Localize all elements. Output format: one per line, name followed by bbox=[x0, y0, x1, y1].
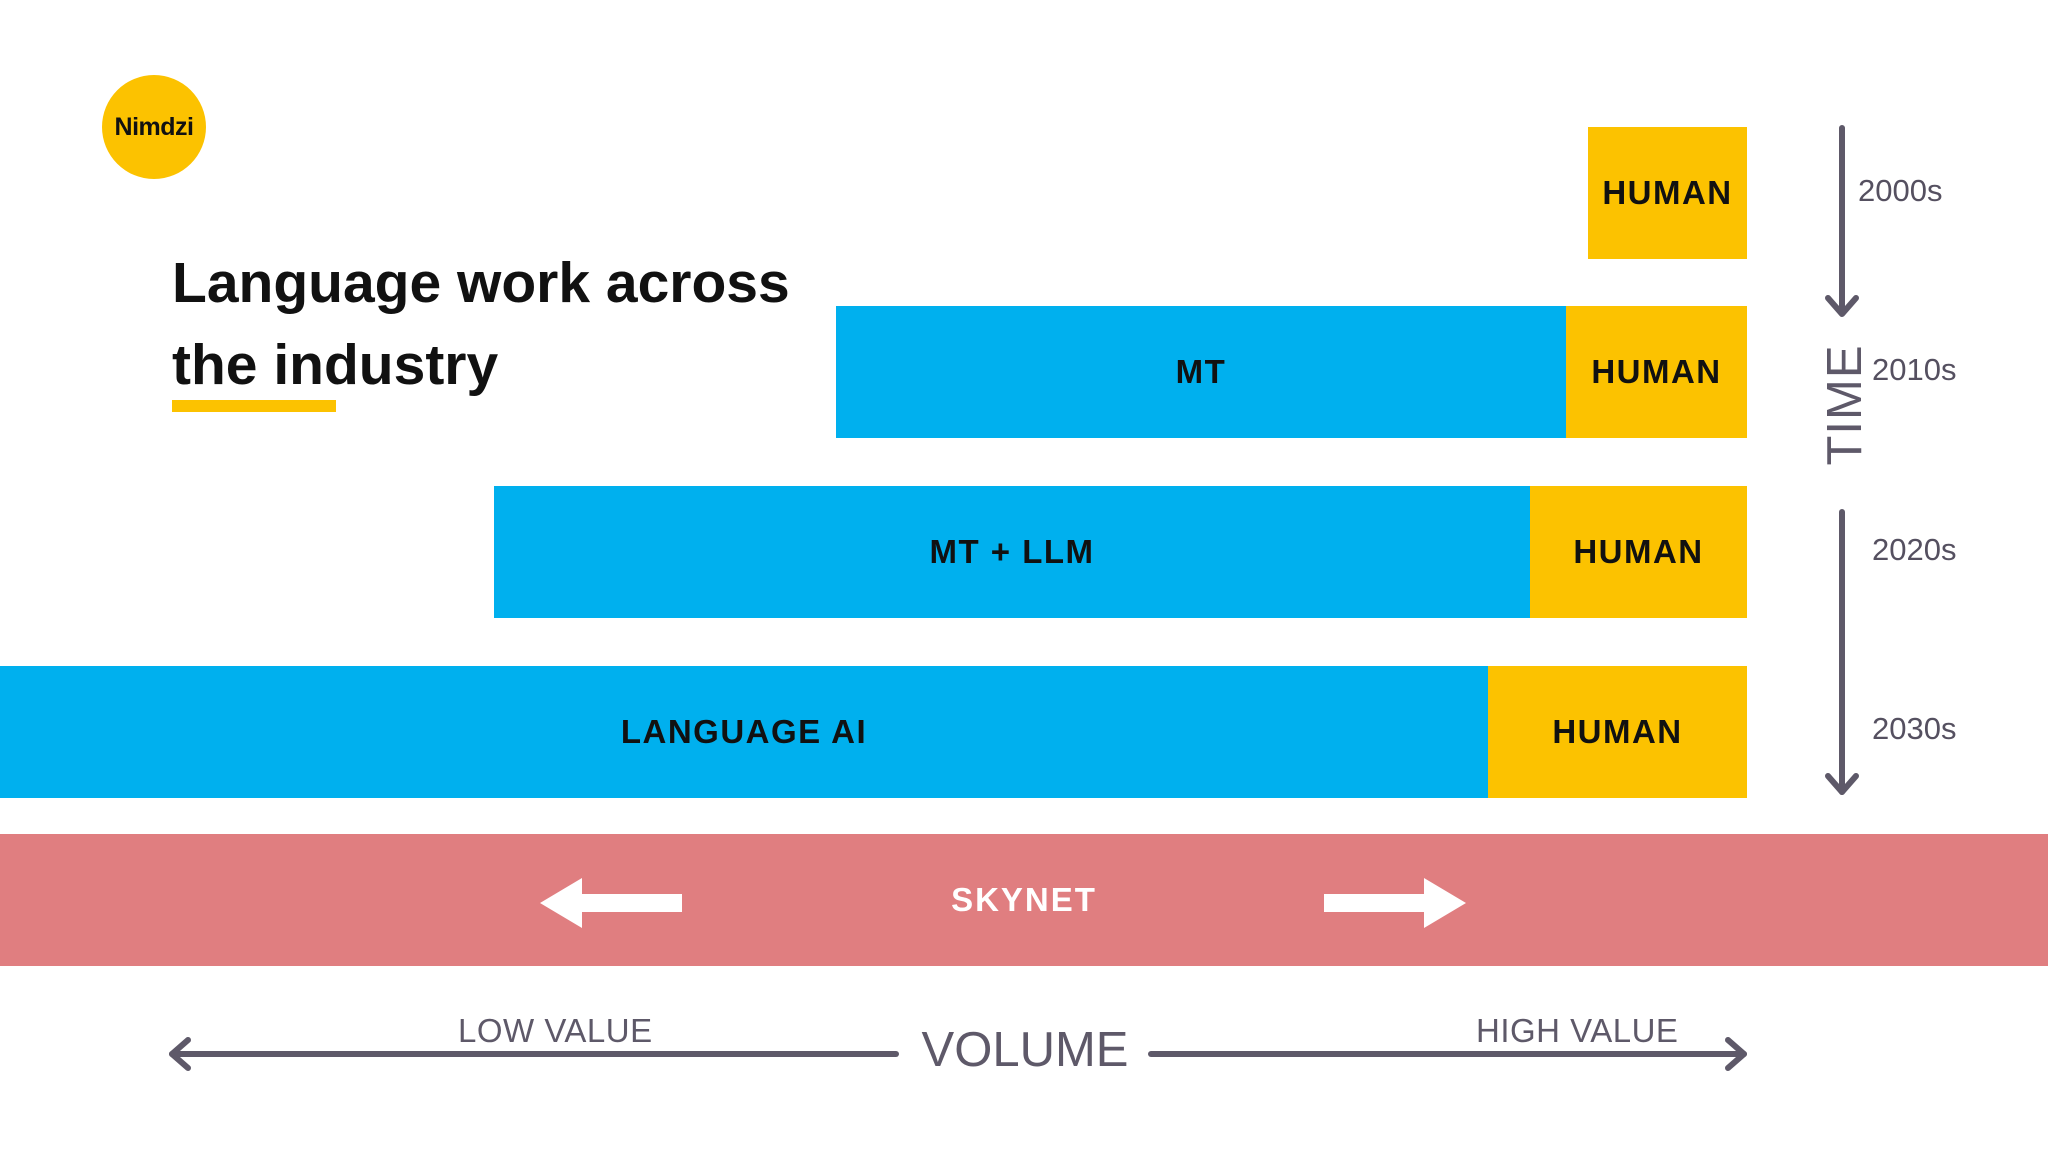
bar-label: HUMAN bbox=[1591, 353, 1722, 390]
volume-axis-arrow-icon bbox=[169, 1037, 1747, 1071]
skynet-band bbox=[0, 834, 2048, 966]
bar-2030s-human: HUMAN bbox=[1488, 666, 1747, 798]
bar-label: HUMAN bbox=[1602, 174, 1733, 211]
time-arrow-icon bbox=[1825, 125, 1859, 795]
skynet-label: SKYNET bbox=[0, 834, 2048, 966]
bar-label: HUMAN bbox=[1552, 713, 1683, 750]
bar-2020s-mt-llm: MT + LLM bbox=[494, 486, 1530, 618]
bar-2010s-human: HUMAN bbox=[1566, 306, 1747, 438]
bar-2030s-language-ai: LANGUAGE AI bbox=[0, 666, 1488, 798]
bar-label: MT + LLM bbox=[929, 533, 1095, 570]
nimdzi-logo: Nimdzi bbox=[102, 75, 206, 179]
bar-2020s-human: HUMAN bbox=[1530, 486, 1747, 618]
title-line-2: the industry bbox=[172, 333, 499, 397]
title-underline bbox=[172, 400, 336, 412]
arrow-left-icon bbox=[540, 878, 682, 928]
bar-label: HUMAN bbox=[1573, 533, 1704, 570]
high-value-label: HIGH VALUE bbox=[1476, 1012, 1679, 1049]
arrow-right-icon bbox=[1324, 878, 1466, 928]
decade-label-2000s: 2000s bbox=[1858, 173, 1943, 208]
time-axis-label: TIME bbox=[1818, 344, 1872, 466]
skynet-text: SKYNET bbox=[951, 881, 1097, 918]
decade-label-2020s: 2020s bbox=[1872, 532, 1957, 567]
low-value-label: LOW VALUE bbox=[458, 1012, 653, 1049]
volume-axis-label: VOLUME bbox=[921, 1023, 1129, 1077]
bar-2010s-mt: MT bbox=[836, 306, 1566, 438]
decade-label-2030s: 2030s bbox=[1872, 711, 1957, 746]
bar-label: LANGUAGE AI bbox=[620, 713, 868, 750]
title-line-1: Language work across bbox=[172, 251, 790, 315]
decade-label-2010s: 2010s bbox=[1872, 352, 1957, 387]
page-title: Language work across the industry bbox=[172, 242, 872, 406]
bar-2000s-human: HUMAN bbox=[1588, 127, 1747, 259]
bar-label: MT bbox=[1175, 353, 1227, 390]
